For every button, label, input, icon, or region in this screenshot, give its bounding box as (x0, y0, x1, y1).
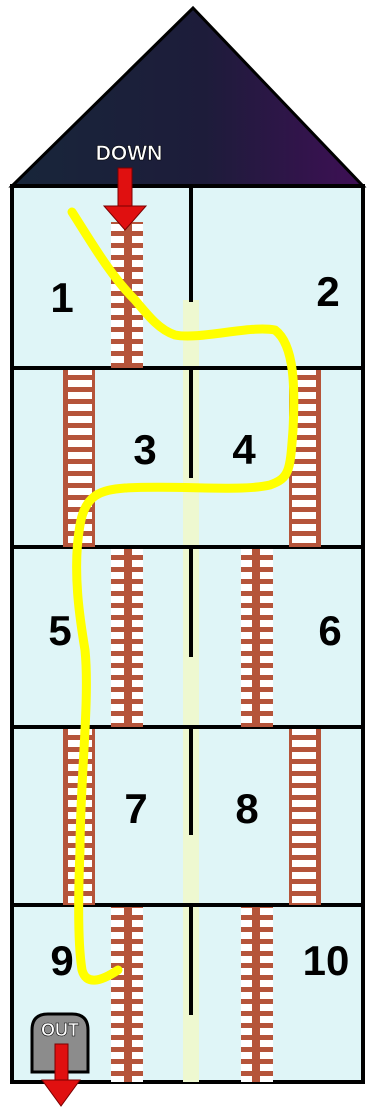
room-2-number: 2 (316, 268, 339, 315)
room-10-number: 10 (303, 937, 350, 984)
ladder-room9-center (111, 907, 143, 1082)
room-4-number: 4 (232, 426, 256, 473)
ladder-room10-center (241, 907, 273, 1082)
room-5-number: 5 (48, 607, 71, 654)
roof (12, 8, 363, 186)
room-7-number: 7 (124, 785, 147, 832)
room-3-number: 3 (133, 426, 156, 473)
room-6-number: 6 (318, 607, 341, 654)
ladder-room5-center (111, 549, 143, 727)
room-8-number: 8 (235, 785, 258, 832)
ladder-room6-center (241, 549, 273, 727)
room-1-number: 1 (50, 274, 73, 321)
entrance-label: DOWN (96, 142, 163, 165)
exit-label: OUT (41, 1020, 79, 1040)
ladder-room8-right (289, 729, 321, 905)
room-9-number: 9 (50, 937, 73, 984)
